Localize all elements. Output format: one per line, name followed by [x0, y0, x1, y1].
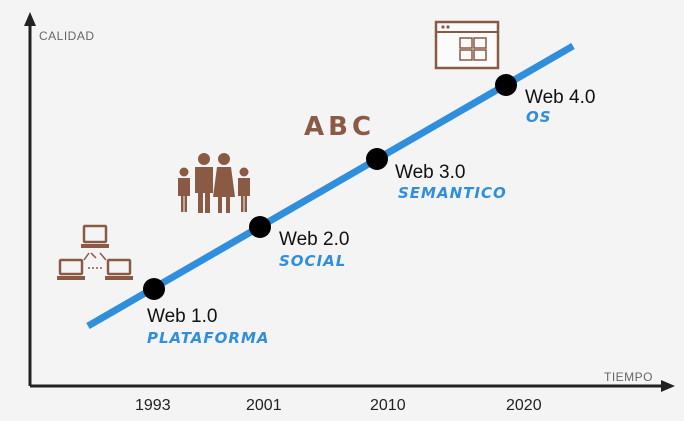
year-label-2001: 2001 [246, 397, 282, 414]
trend-line [86, 42, 575, 330]
milestone-node-web2 [249, 216, 271, 238]
milestone-node-web3 [366, 148, 388, 170]
year-label-1993: 1993 [135, 397, 171, 414]
abc-letters-icon: ABC [304, 112, 376, 142]
milestone-subtitle-web1: PLATAFORMA [147, 329, 270, 347]
os-window-icon [434, 20, 500, 70]
y-axis-label: CALIDAD [39, 29, 95, 43]
year-label-2020: 2020 [506, 397, 542, 414]
milestone-version-web2: Web 2.0 [279, 229, 350, 250]
year-label-2010: 2010 [370, 397, 406, 414]
milestone-subtitle-web4: OS [526, 108, 552, 126]
milestone-node-web4 [495, 74, 517, 96]
x-axis-arrow [661, 380, 675, 392]
milestone-version-web1: Web 1.0 [147, 306, 218, 327]
milestone-version-web4: Web 4.0 [525, 87, 596, 108]
milestone-subtitle-web3: SEMANTICO [398, 184, 507, 202]
x-axis-label: TIEMPO [604, 370, 654, 384]
milestone-version-web3: Web 3.0 [395, 162, 466, 183]
y-axis-arrow [24, 12, 36, 26]
milestone-subtitle-web2: SOCIAL [279, 252, 347, 270]
network-computers-icon [57, 224, 133, 280]
people-family-icon [178, 153, 250, 213]
milestone-node-web1 [143, 278, 165, 300]
